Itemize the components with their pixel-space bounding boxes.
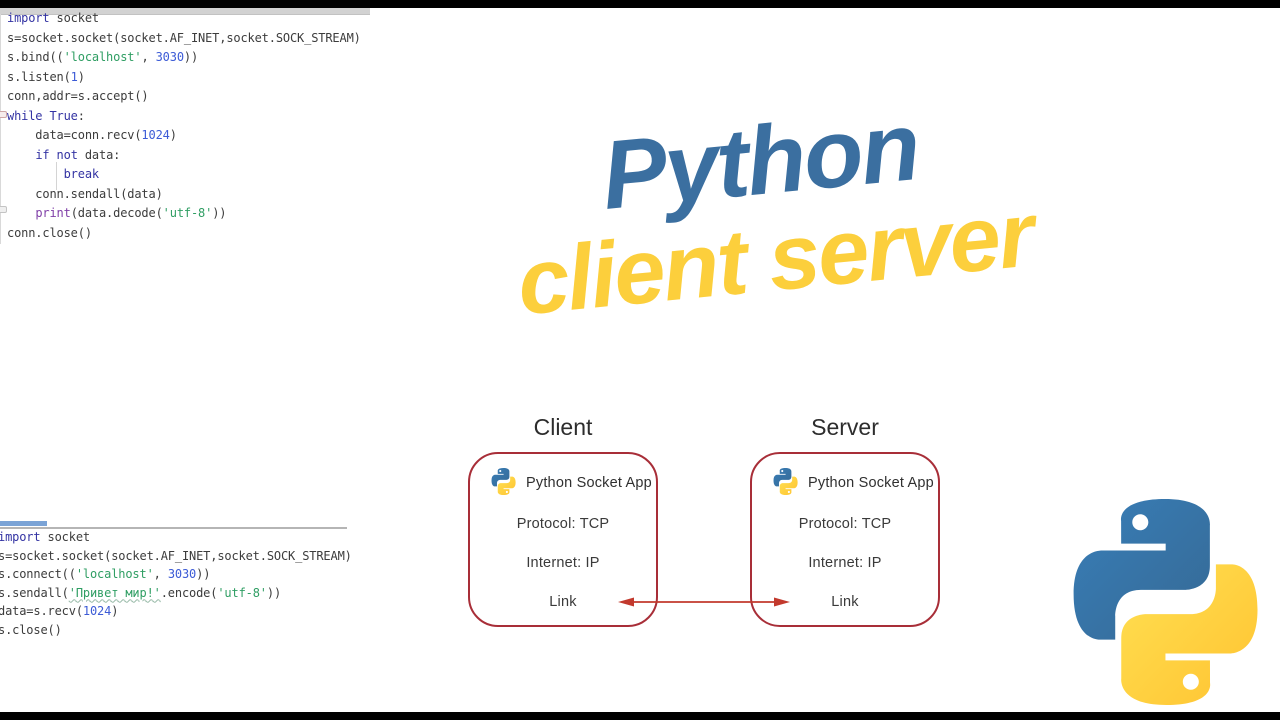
letterbox-top-bar bbox=[0, 0, 1280, 8]
server-node-box: Python Socket App Protocol: TCP Internet… bbox=[750, 452, 940, 627]
python-logo-icon bbox=[491, 468, 516, 495]
server-app-row: Python Socket App bbox=[752, 468, 938, 498]
code-line: s.close() bbox=[0, 622, 62, 637]
link-double-arrow bbox=[618, 597, 790, 607]
server-editor-titlebar bbox=[0, 8, 370, 15]
client-editor-top-border bbox=[0, 527, 347, 529]
client-editor-selection-fragment bbox=[0, 521, 47, 526]
letterbox-bottom-bar bbox=[0, 712, 1280, 720]
client-code-editor[interactable]: import socket s=socket.socket(socket.AF_I… bbox=[0, 528, 352, 639]
indent-guide-line bbox=[56, 162, 57, 190]
client-node-heading: Client bbox=[533, 414, 593, 440]
code-line: conn.close() bbox=[7, 225, 92, 240]
server-code-editor[interactable]: import socket s=socket.socket(socket.AF_I… bbox=[7, 9, 361, 243]
client-internet-row: Internet: IP bbox=[526, 555, 600, 571]
code-line: s=socket.socket(socket.AF_INET,socket.SO… bbox=[0, 548, 352, 563]
code-line: s.sendall('Привет мир!'.encode('utf-8')) bbox=[0, 585, 282, 600]
server-protocol-row: Protocol: TCP bbox=[798, 516, 892, 532]
client-protocol-row: Protocol: TCP bbox=[516, 516, 610, 532]
server-node-heading: Server bbox=[811, 414, 879, 440]
code-line: print(data.decode('utf-8')) bbox=[35, 206, 227, 220]
code-line: s.connect(('localhost', 3030)) bbox=[0, 567, 211, 581]
code-line: if not data: bbox=[35, 147, 121, 162]
client-link-row: Link bbox=[549, 594, 577, 610]
client-app-label: Python Socket App bbox=[526, 475, 652, 491]
server-editor-gutter bbox=[0, 14, 1, 244]
code-line: conn,addr=s.accept() bbox=[7, 89, 149, 103]
code-line: import socket bbox=[7, 11, 99, 25]
server-app-label: Python Socket App bbox=[808, 475, 934, 491]
code-line: while True: bbox=[7, 108, 85, 123]
client-node-box: Python Socket App Protocol: TCP Internet… bbox=[468, 452, 658, 627]
server-internet-row: Internet: IP bbox=[808, 555, 882, 571]
code-line: s.bind(('localhost', 3030)) bbox=[7, 50, 199, 64]
code-fold-icon[interactable] bbox=[0, 206, 7, 213]
server-link-row: Link bbox=[831, 594, 859, 610]
code-line: import socket bbox=[0, 530, 90, 544]
code-line: s.listen(1) bbox=[7, 69, 85, 84]
code-line: data=conn.recv(1024) bbox=[7, 128, 177, 142]
code-fold-icon[interactable] bbox=[0, 111, 7, 118]
code-line: conn.sendall(data) bbox=[7, 186, 163, 201]
client-app-row: Python Socket App bbox=[470, 468, 656, 498]
python-logo-icon bbox=[773, 468, 798, 495]
python-logo-large bbox=[1073, 499, 1258, 705]
code-line: data=s.recv(1024) bbox=[0, 604, 119, 618]
code-line: break bbox=[63, 167, 100, 181]
code-line: s=socket.socket(socket.AF_INET,socket.SO… bbox=[7, 30, 361, 45]
